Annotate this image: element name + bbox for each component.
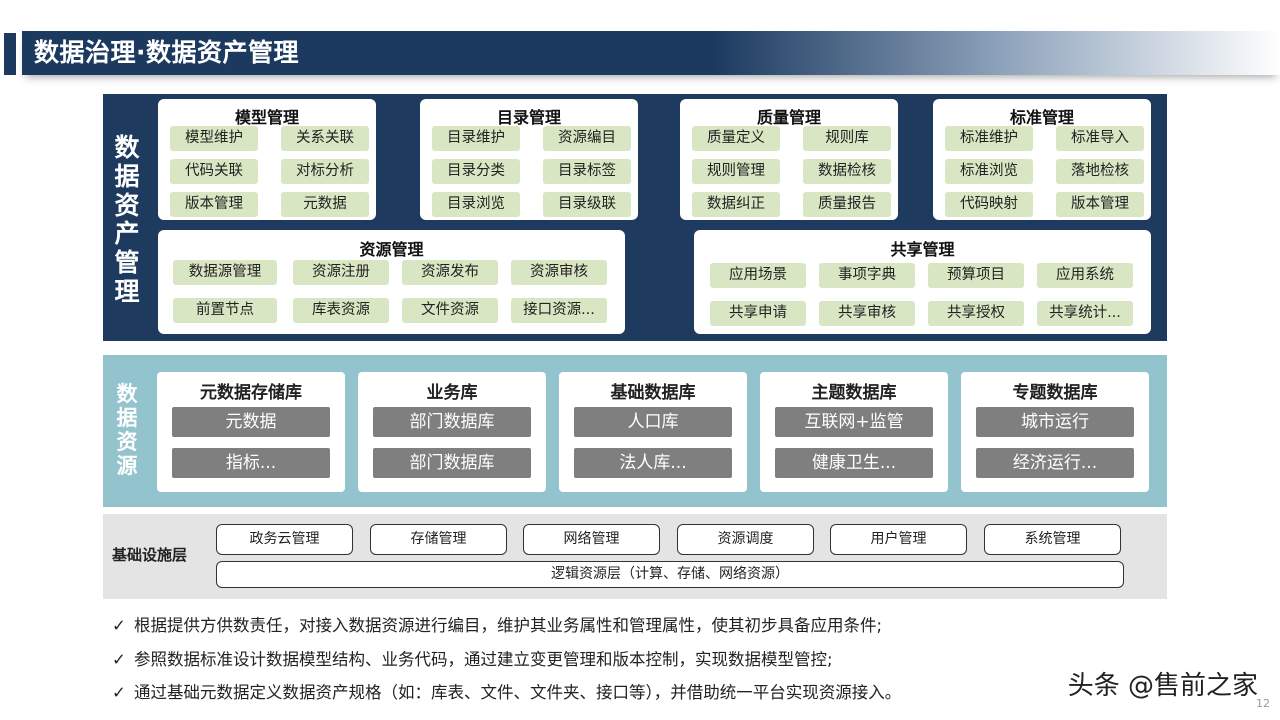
metadata-repository-box: 元数据存储库 元数据 指标...	[157, 372, 345, 492]
chip-landing-check[interactable]: 落地检核	[1056, 159, 1144, 184]
chip-budget-project[interactable]: 预算项目	[928, 263, 1024, 288]
storage-management-button[interactable]: 存储管理	[370, 524, 507, 555]
check-icon: ✓	[112, 616, 126, 635]
chip-catalog-tag[interactable]: 目录标签	[543, 159, 631, 184]
chip-metadata-store[interactable]: 元数据	[172, 407, 330, 437]
chip-interface-resource[interactable]: 接口资源...	[511, 298, 607, 323]
bullet-item: ✓ 通过基础元数据定义数据资产规格（如：库表、文件、文件夹、接口等），并借助统一平…	[112, 679, 901, 707]
resource-scheduling-button[interactable]: 资源调度	[677, 524, 814, 555]
chip-resource-catalog[interactable]: 资源编目	[543, 126, 631, 151]
infrastructure-label: 基础设施层	[112, 546, 188, 564]
chip-department-db-1[interactable]: 部门数据库	[373, 407, 531, 437]
network-management-button[interactable]: 网络管理	[523, 524, 660, 555]
chip-economic-operation[interactable]: 经济运行...	[976, 448, 1134, 478]
chip-file-resource[interactable]: 文件资源	[402, 298, 498, 323]
chip-indicators[interactable]: 指标...	[172, 448, 330, 478]
chip-rule-library[interactable]: 规则库	[803, 126, 891, 151]
chip-benchmark-analysis[interactable]: 对标分析	[281, 159, 369, 184]
chip-application-system[interactable]: 应用系统	[1037, 263, 1133, 288]
module-title: 质量管理	[756, 108, 821, 127]
chip-code-mapping[interactable]: 代码映射	[945, 192, 1033, 217]
model-management-module: 模型管理 模型维护 关系关联 代码关联 对标分析 版本管理 元数据	[158, 99, 376, 220]
box-title: 业务库	[426, 383, 478, 403]
theme-database-box: 主题数据库 互联网+监管 健康卫生...	[760, 372, 948, 492]
chip-quality-report[interactable]: 质量报告	[803, 192, 891, 217]
sharing-management-module: 共享管理 应用场景 事项字典 预算项目 应用系统 共享申请 共享审核 共享授权 …	[694, 230, 1151, 334]
bullet-text: 参照数据标准设计数据模型结构、业务代码，通过建立变更管理和版本控制，实现数据模型…	[134, 650, 833, 669]
chip-catalog-cascade[interactable]: 目录级联	[543, 192, 631, 217]
chip-standard-browse[interactable]: 标准浏览	[945, 159, 1033, 184]
catalog-management-module: 目录管理 目录维护 资源编目 目录分类 目录标签 目录浏览 目录级联	[420, 99, 638, 220]
chip-city-operation[interactable]: 城市运行	[976, 407, 1134, 437]
box-title: 基础数据库	[610, 383, 696, 403]
standard-management-module: 标准管理 标准维护 标准导入 标准浏览 落地检核 代码映射 版本管理	[933, 99, 1151, 220]
chip-quality-define[interactable]: 质量定义	[692, 126, 780, 151]
module-title: 目录管理	[496, 108, 561, 127]
header-accent-bar	[4, 33, 16, 75]
logical-resource-layer[interactable]: 逻辑资源层（计算、存储、网络资源）	[216, 561, 1124, 588]
bullet-text: 通过基础元数据定义数据资产规格（如：库表、文件、文件夹、接口等），并借助统一平台…	[134, 683, 902, 702]
chip-rule-management[interactable]: 规则管理	[692, 159, 780, 184]
chip-catalog-browse[interactable]: 目录浏览	[432, 192, 520, 217]
module-title: 共享管理	[890, 240, 955, 259]
chip-health[interactable]: 健康卫生...	[775, 448, 933, 478]
box-title: 专题数据库	[1012, 383, 1098, 403]
chip-resource-review[interactable]: 资源审核	[511, 260, 607, 285]
chip-datasource-management[interactable]: 数据源管理	[173, 260, 277, 285]
module-title: 资源管理	[359, 240, 424, 259]
header-bar	[22, 31, 1280, 75]
chip-version-management-2[interactable]: 版本管理	[1056, 192, 1144, 217]
asset-management-label: 数 据 资 产 管 理	[114, 133, 140, 306]
chip-legal-entity-db[interactable]: 法人库...	[574, 448, 732, 478]
chip-relation-link[interactable]: 关系关联	[281, 126, 369, 151]
page-number: 12	[1256, 697, 1270, 710]
chip-version-management[interactable]: 版本管理	[170, 192, 258, 217]
base-database-box: 基础数据库 人口库 法人库...	[559, 372, 747, 492]
resource-management-module: 资源管理 数据源管理 资源注册 资源发布 资源审核 前置节点 库表资源 文件资源…	[158, 230, 625, 334]
chip-code-link[interactable]: 代码关联	[170, 159, 258, 184]
gov-cloud-management-button[interactable]: 政务云管理	[216, 524, 353, 555]
user-management-button[interactable]: 用户管理	[830, 524, 967, 555]
page-title: 数据治理·数据资产管理	[34, 38, 299, 67]
box-title: 元数据存储库	[200, 383, 302, 403]
module-title: 标准管理	[1009, 108, 1074, 127]
chip-department-db-2[interactable]: 部门数据库	[373, 448, 531, 478]
chip-item-dictionary[interactable]: 事项字典	[819, 263, 915, 288]
bullet-text: 根据提供方供数责任，对接入数据资源进行编目，维护其业务属性和管理属性，使其初步具…	[134, 616, 883, 635]
chip-catalog-maintain[interactable]: 目录维护	[432, 126, 520, 151]
chip-model-maintain[interactable]: 模型维护	[170, 126, 258, 151]
chip-standard-import[interactable]: 标准导入	[1056, 126, 1144, 151]
chip-population-db[interactable]: 人口库	[574, 407, 732, 437]
data-resources-label: 数 据 资 源	[116, 382, 138, 479]
bullet-item: ✓ 参照数据标准设计数据模型结构、业务代码，通过建立变更管理和版本控制，实现数据模…	[112, 646, 833, 674]
chip-catalog-classify[interactable]: 目录分类	[432, 159, 520, 184]
chip-share-authorize[interactable]: 共享授权	[928, 301, 1024, 326]
module-title: 模型管理	[234, 108, 299, 127]
chip-data-correct[interactable]: 数据纠正	[692, 192, 780, 217]
chip-share-review[interactable]: 共享审核	[819, 301, 915, 326]
chip-share-statistics[interactable]: 共享统计...	[1037, 301, 1133, 326]
chip-application-scene[interactable]: 应用场景	[710, 263, 806, 288]
chip-share-apply[interactable]: 共享申请	[710, 301, 806, 326]
check-icon: ✓	[112, 683, 126, 702]
quality-management-module: 质量管理 质量定义 规则库 规则管理 数据检核 数据纠正 质量报告	[680, 99, 898, 220]
check-icon: ✓	[112, 650, 126, 669]
box-title: 主题数据库	[811, 383, 897, 403]
chip-resource-publish[interactable]: 资源发布	[402, 260, 498, 285]
business-database-box: 业务库 部门数据库 部门数据库	[358, 372, 546, 492]
special-database-box: 专题数据库 城市运行 经济运行...	[961, 372, 1149, 492]
chip-data-check[interactable]: 数据检核	[803, 159, 891, 184]
chip-table-resource[interactable]: 库表资源	[293, 298, 389, 323]
chip-internet-regulation[interactable]: 互联网+监管	[775, 407, 933, 437]
chip-standard-maintain[interactable]: 标准维护	[945, 126, 1033, 151]
chip-front-node[interactable]: 前置节点	[173, 298, 277, 323]
source-watermark: 头条 @售前之家	[1067, 671, 1258, 701]
chip-metadata[interactable]: 元数据	[281, 192, 369, 217]
chip-resource-register[interactable]: 资源注册	[293, 260, 389, 285]
system-management-button[interactable]: 系统管理	[984, 524, 1121, 555]
bullet-item: ✓ 根据提供方供数责任，对接入数据资源进行编目，维护其业务属性和管理属性，使其初步…	[112, 612, 882, 640]
